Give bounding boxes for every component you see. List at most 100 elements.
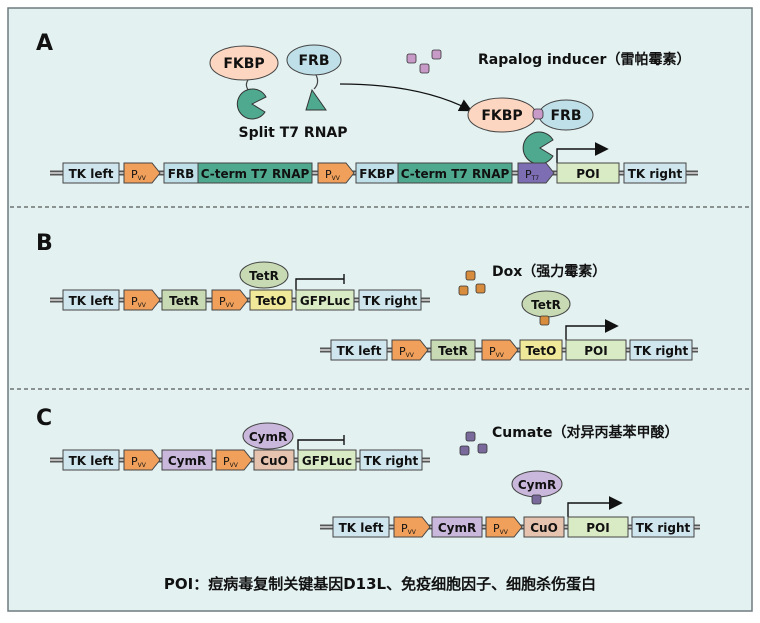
dox-label: Dox（强力霉素） [492,263,606,280]
cymr-repressor-released-label: CymR [518,478,556,492]
dox-dot [465,270,476,281]
cymr-gene-label: CymR [438,521,476,535]
poi-footnote: POI：痘病毒复制关键基因D13L、免疫细胞因子、细胞杀伤蛋白 [164,575,596,593]
gfpluc-gene-b-label: GFPLuc [300,294,350,308]
gfpluc-gene-c [297,449,357,471]
tetr-gene [430,339,476,361]
promoter-2-label: PVV [325,168,341,182]
tk-left [62,449,120,471]
t7-promoter [517,162,555,184]
fkbp-protein-label: FKBP [223,56,264,72]
panel-c: C TK left PVV CymR PVV CuO CymR GFPLuc T… [36,406,700,538]
assembled-complex: FKBP FRB [467,97,594,165]
c-term-t7-fragment [305,88,327,111]
cuo-operator-label: CuO [260,454,288,468]
promoter-1 [123,162,161,184]
assembly-arrow [339,83,473,112]
c-term-t7-gene-2-label: C-term T7 RNAP [401,167,510,181]
teto-operator-label: TetO [256,294,287,308]
construct-b-on: TK left PVV TetR PVV TetO POI TK right [320,319,698,361]
tetr-repressor-bound [239,261,289,289]
construct-c-off: TK left PVV CymR PVV CuO CymR GFPLuc TK … [50,422,430,471]
gfpluc-gene-b [295,289,355,311]
promoter-2 [211,289,249,311]
c-term-t7-gene-2 [397,162,513,184]
dox-dot [458,285,469,296]
construct-a: TK left PVV FRB C-term T7 RNAP PVV FKBP … [50,142,698,184]
cymr-repressor-bound-label: CymR [249,430,287,444]
blocked-transcription [295,274,345,290]
tetr-repressor-released-label: TetR [531,298,561,312]
transcription-arrow-a [556,142,609,163]
cumate-bound [531,494,542,505]
tk-left-label: TK left [69,167,114,181]
tk-left-label: TK left [337,344,382,358]
promoter-2-label: PVV [219,295,235,309]
poi-gene-b-label: POI [584,344,607,358]
tk-left [330,339,388,361]
promoter-1 [391,339,429,361]
promoter-1-label: PVV [131,295,147,309]
rapalog-dot [406,53,417,64]
tk-right-label: TK right [363,294,418,308]
tk-right [359,449,423,471]
rapalog-dot [419,63,430,74]
promoter-2 [481,339,519,361]
tk-right [629,339,693,361]
complex-frb-label: FRB [550,108,581,124]
teto-operator [519,339,563,361]
blocked-transcription [297,435,345,450]
cymr-gene [161,449,213,471]
cumate-dot [465,431,476,442]
tk-right-label: TK right [636,521,691,535]
tk-right [631,516,695,538]
cumate-dot [477,443,488,454]
promoter-1-label: PVV [131,455,147,469]
poi-gene-c-label: POI [586,521,609,535]
cymr-repressor-bound [242,422,294,450]
panel-a: A FKBP FRB Split T7 RNAP Rapalog inducer… [36,31,698,184]
promoter-1 [123,289,161,311]
promoter-2-label: PVV [489,345,505,359]
dox-bound [539,315,550,326]
tk-left-label: TK left [69,454,114,468]
cymr-gene [431,516,483,538]
rapalog-dot [431,49,442,60]
panel-b: B TK left PVV TetR PVV TetO TetR GFPLuc … [36,231,698,361]
promoter-2-label: PVV [493,522,509,536]
poi-gene-b [565,339,627,361]
tetr-gene-label: TetR [169,294,199,308]
construct-b-off: TK left PVV TetR PVV TetO TetR GFPLuc TK… [50,261,430,311]
promoter-2-label: PVV [223,455,239,469]
promoter-1-label: PVV [399,345,415,359]
tetr-gene-label: TetR [438,344,468,358]
cumate-dot [459,445,470,456]
tk-left [62,289,120,311]
fkbp-gene-label: FKBP [359,167,395,181]
tk-right [358,289,422,311]
n-term-t7-fragment [236,88,267,120]
dox-dot [475,283,486,294]
tetr-gene [161,289,207,311]
cumate-molecules [459,431,488,456]
promoter-2 [215,449,253,471]
panel-a-letter: A [36,31,53,56]
poi-gene-c [567,516,629,538]
teto-operator [249,289,293,311]
split-t7-rnap: FKBP FRB Split T7 RNAP [209,44,348,141]
promoter-1 [393,516,431,538]
panel-b-letter: B [36,231,53,256]
cuo-operator [253,449,295,471]
tk-right-label: TK right [634,344,689,358]
tk-left [62,162,120,184]
construct-c-on: TK left PVV CymR PVV CuO POI TK right [320,496,700,538]
tk-left-label: TK left [339,521,384,535]
cuo-operator [523,516,565,538]
frb-protein-label: FRB [298,53,329,69]
t7-promoter-label: PT7 [525,168,539,182]
tk-right-label: TK right [628,167,683,181]
tk-right-label: TK right [364,454,419,468]
poi-gene-a-label: POI [576,167,599,181]
cymr-gene-label: CymR [168,454,206,468]
